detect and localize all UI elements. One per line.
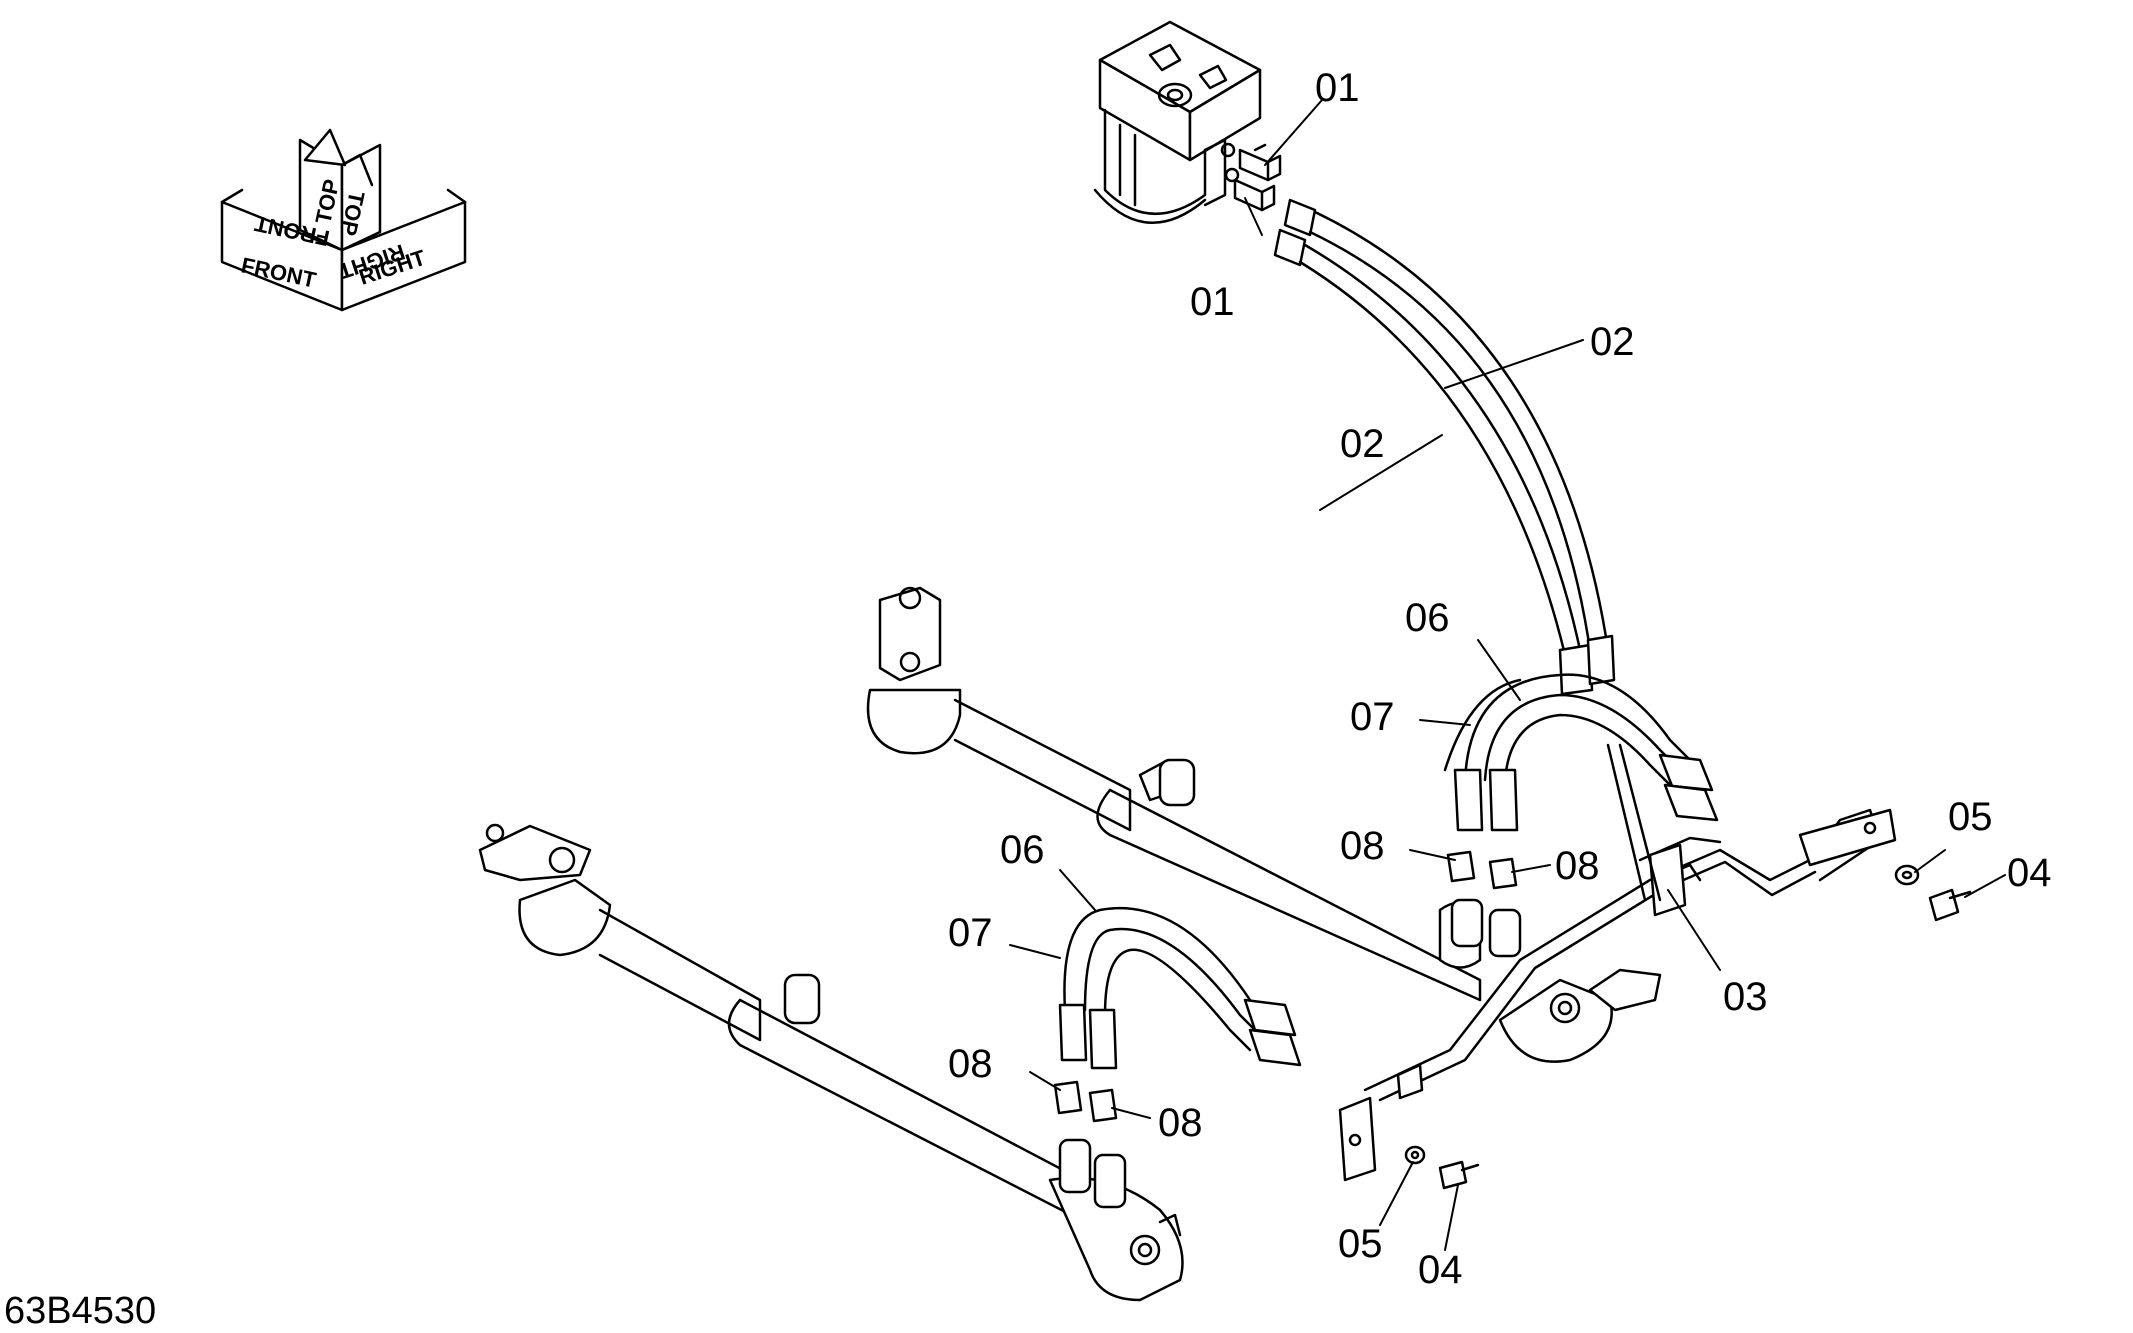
callout-08-lower-left: 08 [948, 1042, 993, 1086]
callout-07-lower: 07 [948, 911, 993, 955]
bolt-04-right [1928, 888, 1972, 922]
hose-06-07-upper [1443, 673, 1719, 832]
steering-cylinder-lower [478, 823, 1184, 1302]
callout-08-upper-right: 08 [1555, 844, 1600, 888]
fitting-08-lower [1053, 1080, 1127, 1209]
callout-05-right: 05 [1948, 795, 1993, 839]
steering-cylinder-upper [866, 586, 1662, 1063]
bolt-04-lower [1438, 1160, 1480, 1190]
callout-02-right: 02 [1590, 320, 1635, 364]
washer-05-right [1894, 864, 1920, 886]
steering-valve [1093, 20, 1262, 224]
callout-04-right: 04 [2007, 851, 2052, 895]
callout-01-upper: 01 [1315, 66, 1360, 110]
callout-02-left: 02 [1340, 422, 1385, 466]
callout-07-upper: 07 [1350, 695, 1395, 739]
callout-06-lower: 06 [1000, 828, 1045, 872]
fitting-08-upper [1446, 850, 1522, 958]
leader-lines [1009, 99, 2006, 1251]
callout-01-lower: 01 [1190, 280, 1235, 324]
callout-08-lower-right: 08 [1158, 1101, 1203, 1145]
callout-03: 03 [1723, 975, 1768, 1019]
fitting-01-lower [1233, 178, 1276, 212]
hose-02-pair [1273, 198, 1616, 696]
drawing-id: 63B4530 [4, 1290, 157, 1332]
hose-06-07-lower [1058, 906, 1302, 1070]
orientation-indicator: FRONT FRONT TOP TOP RIGHT RIGHT [220, 128, 467, 312]
callout-05-lower: 05 [1338, 1222, 1383, 1266]
fitting-01-upper [1238, 143, 1282, 182]
callout-06-upper: 06 [1405, 596, 1450, 640]
callout-04-lower: 04 [1418, 1248, 1463, 1292]
washer-05-lower [1404, 1145, 1426, 1165]
callout-08-upper-left: 08 [1340, 824, 1385, 868]
pipe-bracket-03 [1338, 743, 1897, 1182]
